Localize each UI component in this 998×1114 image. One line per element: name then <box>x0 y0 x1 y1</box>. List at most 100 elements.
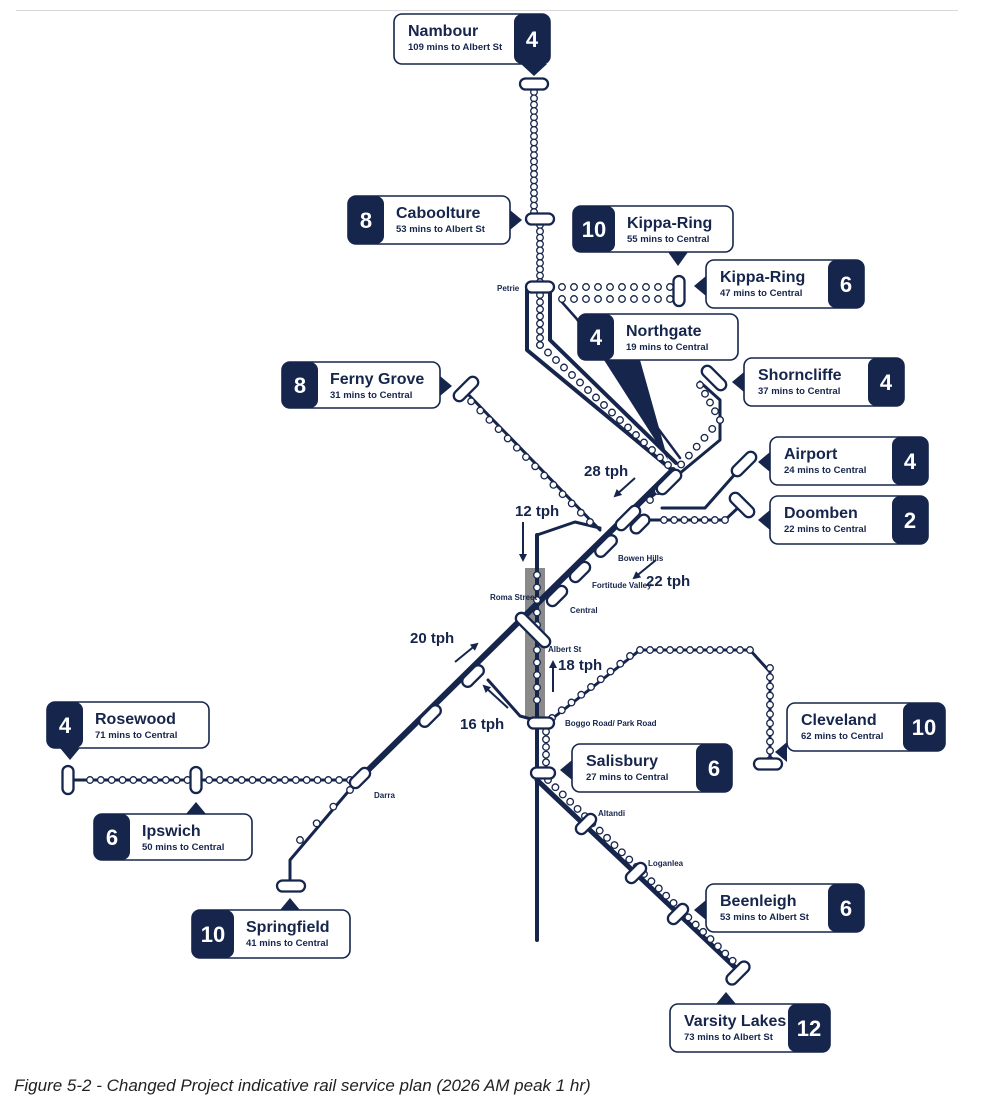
beenleigh-chain-dot <box>691 920 700 929</box>
station-bar-varsity-lakes <box>725 960 751 986</box>
kippa-ring-chain-b-dot <box>630 295 638 303</box>
destination-name: Airport <box>784 446 838 463</box>
kippa-ring-chain-a-dot <box>606 283 614 291</box>
kippa-ring-chain-b-dot <box>654 295 662 303</box>
ferny-grove-chain-dot <box>522 453 530 461</box>
station-bar-bowen-hills <box>594 534 618 558</box>
rosewood-chain-dot <box>140 776 149 784</box>
callout-pointer <box>521 64 547 76</box>
tunnel-chain-dot <box>533 596 541 604</box>
rosewood-chain-dot <box>302 776 311 784</box>
service-count-badge <box>47 702 83 748</box>
journey-time: 53 mins to Albert St <box>396 224 486 235</box>
ferny-grove-chain-dot <box>531 462 540 471</box>
caboolture-chain-dot <box>536 233 544 242</box>
shorncliffe-chain-a-dot <box>711 407 719 416</box>
journey-time: 37 mins to Central <box>758 386 840 397</box>
ferny-grove-chain-dot <box>549 480 558 489</box>
caboolture-chain-dot <box>536 246 544 255</box>
cleveland-chain-b-dot <box>766 710 774 718</box>
service-count-badge <box>892 437 928 485</box>
kippa-ring-chain-a-dot <box>642 283 650 291</box>
station-bar-caboolture <box>524 212 556 226</box>
rosewood-chain-dot <box>216 776 224 784</box>
kippa-ring-chain-b-dot <box>594 295 602 303</box>
service-count: 8 <box>294 373 306 398</box>
cleveland-chain-c-dot <box>626 652 634 660</box>
shorncliffe-chain-a-dot <box>706 398 714 407</box>
tunnel-chain-dot <box>533 696 541 704</box>
rosewood-chain-dot <box>205 776 214 784</box>
station-bar-northgate-junction <box>655 468 683 496</box>
service-count-badge <box>828 884 864 932</box>
journey-time: 73 mins to Albert St <box>684 1032 774 1043</box>
service-count: 10 <box>201 922 225 947</box>
rosewood-chain-dot <box>270 776 279 784</box>
kippa-ring-chain-a-dot <box>570 283 578 291</box>
rosewood-chain-dot <box>291 776 300 784</box>
doomben-chain-dot <box>660 516 668 524</box>
ferny-grove-chain-dot <box>494 425 503 434</box>
journey-time: 24 mins to Central <box>784 465 866 476</box>
caboolture-chain-dot <box>536 271 544 280</box>
tunnel-chain-dot <box>533 658 541 667</box>
journey-time: 31 mins to Central <box>330 390 412 401</box>
northgate-chain-dot <box>624 423 632 432</box>
nambour-chain-dot <box>530 195 538 204</box>
journey-time: 55 mins to Central <box>627 234 709 245</box>
shorncliffe-chain-b-dot <box>708 424 717 433</box>
station-bar-loganlea <box>624 861 648 885</box>
nambour-chain-dot <box>530 182 538 191</box>
cleveland-chain-b-dot <box>766 719 774 728</box>
northgate-chain-dot <box>632 431 640 439</box>
rosewood-chain-dot <box>129 776 138 784</box>
destination-name: Kippa-Ring <box>720 269 805 286</box>
cleveland-chain-a-dot <box>716 646 724 654</box>
destination-name: Northgate <box>626 323 702 340</box>
service-count-badge <box>578 314 614 360</box>
destination-name: Ipswich <box>142 823 201 840</box>
destination-name: Cleveland <box>801 712 877 729</box>
doomben-chain-dot <box>680 516 689 524</box>
kippa-ring-chain-a-dot <box>630 283 638 291</box>
figure-caption: Figure 5-2 - Changed Project indicative … <box>14 1076 591 1095</box>
salisbury-chain-dot <box>542 750 550 759</box>
cleveland-chain-a-dot <box>666 646 674 654</box>
northgate-chain-dot <box>648 446 656 454</box>
nambour-chain-dot <box>530 125 538 134</box>
ferny-grove-chain-dot <box>503 434 512 443</box>
station-bar-salisbury <box>529 766 557 780</box>
nambour-chain-dot <box>530 151 538 160</box>
nambour-chain-dot <box>530 100 538 109</box>
caboolture-chain-dot <box>536 265 544 274</box>
kippa-ring-chain-a-dot <box>618 283 626 291</box>
cleveland-chain-a-dot <box>686 646 694 654</box>
cleveland-chain-a-dot <box>746 646 754 654</box>
beenleigh-chain-dot <box>551 783 560 792</box>
callout-pointer <box>604 360 668 460</box>
northgate-chain-dot <box>544 348 552 357</box>
cleveland-chain-a-dot <box>656 646 664 654</box>
springfield-chain-dot <box>312 819 321 828</box>
redcliffe-link-dot <box>536 319 544 328</box>
northgate-chain-dot <box>608 408 616 417</box>
beenleigh-chain-dot <box>566 797 575 806</box>
station-bar-ipswich <box>189 765 203 795</box>
cleveland-chain-a-dot <box>636 646 644 654</box>
kippa-ring-chain-b-dot <box>606 295 614 303</box>
salisbury-chain-dot <box>542 743 550 751</box>
frequency-arrows <box>454 477 657 709</box>
service-count-badge <box>573 206 615 252</box>
northgate-chain-dot <box>616 416 624 424</box>
journey-time: 41 mins to Central <box>246 938 328 949</box>
beenleigh-chain-dot <box>699 927 708 936</box>
redcliffe-link-dot <box>536 305 544 314</box>
beenleigh-chain-dot <box>713 942 722 951</box>
cleveland-chain-b-dot <box>766 700 774 709</box>
station-label-petrie: Petrie <box>497 284 520 293</box>
service-count: 8 <box>360 208 372 233</box>
station-bar-cleveland <box>752 757 784 771</box>
